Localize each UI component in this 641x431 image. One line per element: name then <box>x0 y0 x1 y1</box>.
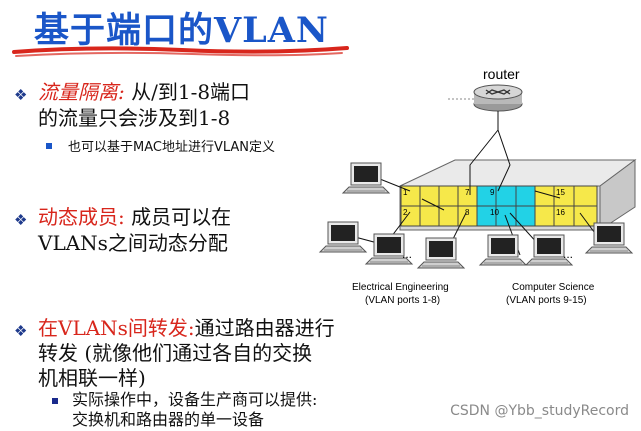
bullet-1-term: 流量隔离: <box>38 80 125 104</box>
bullet-2-text-2: VLANs之间动态分配 <box>38 231 228 255</box>
host-computer-icon <box>417 237 465 269</box>
bullet-3-line-1: 在VLANs间转发:通过路由器进行 <box>38 316 335 341</box>
title-underline <box>12 46 349 57</box>
host-computer-icon <box>479 234 527 266</box>
bullet-1-line-1: 流量隔离: 从/到1-8端口 <box>38 80 250 105</box>
bullet-1-text-1: 从/到1-8端口 <box>124 80 251 104</box>
bullet-3-text-3: 机相联一样) <box>38 366 146 390</box>
bullet-1-sub: 也可以基于MAC地址进行VLAN定义 <box>68 140 276 155</box>
port-label: 7 <box>465 188 470 197</box>
page-title: 基于端口的VLAN <box>34 10 329 51</box>
bullet-1-text-2: 的流量只会涉及到1-8 <box>38 106 231 130</box>
port-label: 9 <box>490 188 495 197</box>
bullet-3-sub-2: 交换机和路由器的单一设备 <box>72 410 265 429</box>
bullet-3-text-2: 转发 (就像他们通过各自的交换 <box>38 341 313 365</box>
port-label: 8 <box>465 208 470 217</box>
ee-group-ports: (VLAN ports 1-8) <box>365 295 440 306</box>
cs-group-label: Computer Science <box>512 282 595 293</box>
router-label: router <box>483 66 520 82</box>
bullet-diamond-icon: ❖ <box>14 211 28 229</box>
ellipsis: ... <box>402 247 412 261</box>
router-links <box>469 111 511 195</box>
port-label: 15 <box>556 188 565 197</box>
bullet-3-term: 在VLANs间转发: <box>38 316 195 340</box>
vlan-diagram: router 1 7 2 8 9 15 10 16 <box>319 66 637 306</box>
bullet-diamond-icon: ❖ <box>14 86 28 104</box>
cs-group-ports: (VLAN ports 9-15) <box>506 295 587 306</box>
switch-ports <box>400 185 598 227</box>
bullet-2-text-1: 成员可以在 <box>124 205 232 229</box>
watermark: CSDN @Ybb_studyRecord <box>450 403 629 419</box>
port-label: 10 <box>490 208 499 217</box>
sub-bullet-icon <box>52 398 58 404</box>
router-icon <box>473 84 523 112</box>
bullet-2-line-1: 动态成员: 成员可以在 <box>38 205 231 230</box>
sub-bullet-icon <box>46 143 52 149</box>
bullet-3-text-1: 通过路由器进行 <box>194 316 335 340</box>
port-label: 2 <box>403 208 408 217</box>
bullet-3-sub-1: 实际操作中，设备生产商可以提供: <box>72 390 318 409</box>
port-label: 16 <box>556 208 565 217</box>
host-computer-icon <box>342 162 390 194</box>
bullet-2-term: 动态成员: <box>38 205 125 229</box>
bullet-diamond-icon: ❖ <box>14 322 28 340</box>
host-computer-icon <box>319 221 367 253</box>
ellipsis: ... <box>563 247 573 261</box>
ee-group-label: Electrical Engineering <box>352 282 449 293</box>
port-label: 1 <box>403 188 408 197</box>
